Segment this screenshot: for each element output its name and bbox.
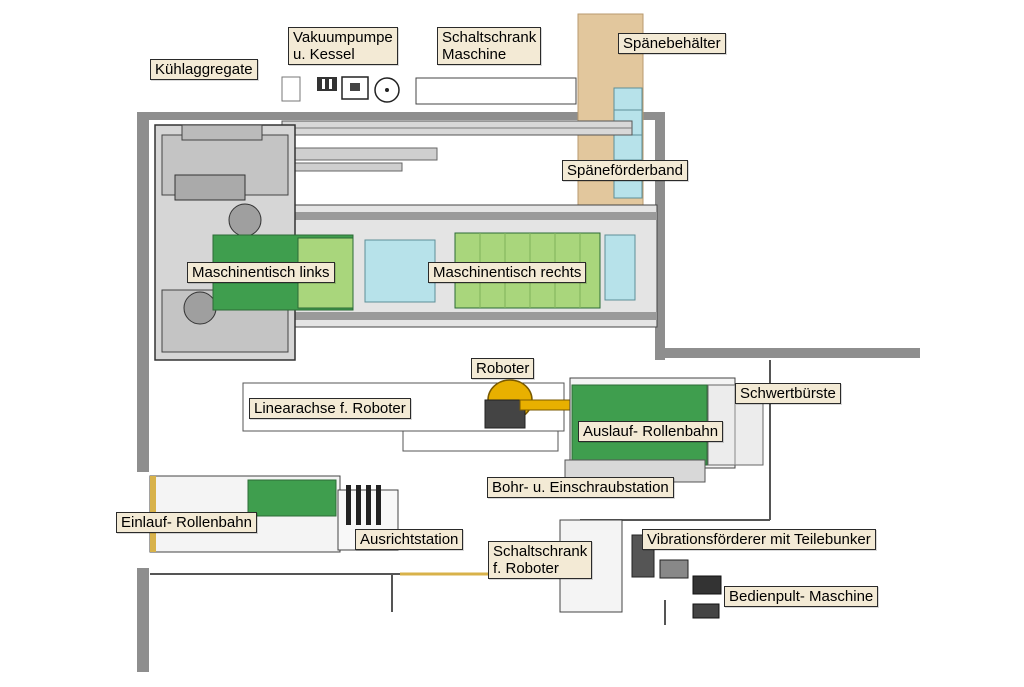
top-equipment [281, 76, 577, 105]
label-maschinentisch-rechts: Maschinentisch rechts [428, 262, 587, 283]
label-vakuumpumpe: Vakuumpumpe u. Kessel [288, 27, 398, 65]
label-spaenebehaelter: Spänebehälter [618, 33, 726, 54]
label-vibrationsfoerderer: Vibrationsförderer mit Teilebunker [642, 529, 876, 550]
label-bedienpult: Bedienpult- Maschine [724, 586, 879, 607]
label-maschinentisch-links: Maschinentisch links [187, 262, 335, 283]
label-schaltschrank-roboter: Schaltschrank f. Roboter [488, 541, 593, 579]
label-kuehlaggregate: Kühlaggregate [150, 59, 258, 80]
label-einlauf-rollenbahn: Einlauf- Rollenbahn [116, 512, 257, 533]
label-bohr-einschraubstation: Bohr- u. Einschraubstation [487, 477, 674, 498]
label-spaenefoerderband: Späneförderband [562, 160, 688, 181]
label-linearachse: Linearachse f. Roboter [249, 398, 411, 419]
chip-conveyor [281, 120, 633, 172]
label-schaltschrank-maschine: Schaltschrank Maschine [437, 27, 542, 65]
label-auslauf-rollenbahn: Auslauf- Rollenbahn [578, 421, 724, 442]
label-ausrichtstation: Ausrichtstation [355, 529, 464, 550]
label-roboter: Roboter [471, 358, 535, 379]
machine-tables [212, 232, 636, 311]
label-schwertbuerste: Schwertbürste [735, 383, 841, 404]
building-walls [137, 112, 920, 672]
